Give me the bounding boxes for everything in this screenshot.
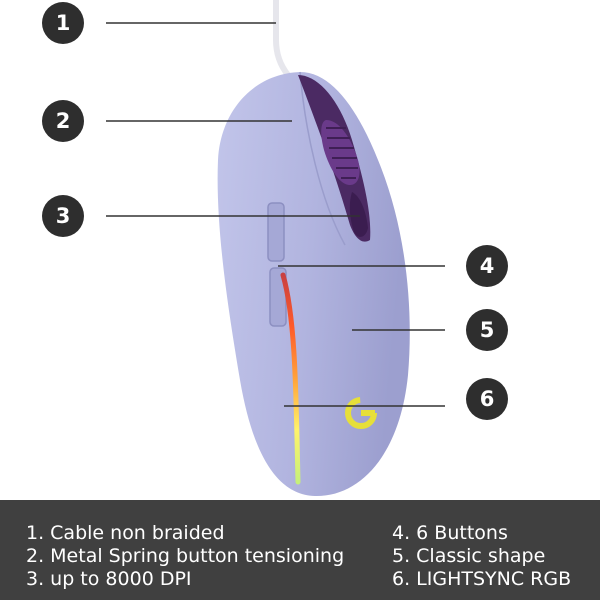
rgb-light-strip bbox=[280, 272, 301, 485]
side-button-forward bbox=[267, 202, 285, 262]
feature-item: 1. Cable non braided bbox=[26, 522, 225, 544]
callout-4: 4 bbox=[466, 245, 508, 287]
feature-item: 4. 6 Buttons bbox=[392, 522, 508, 544]
button-split bbox=[299, 71, 346, 246]
feature-panel: 1. Cable non braided 2. Metal Spring but… bbox=[0, 500, 600, 600]
logo-icon bbox=[345, 397, 377, 429]
mouse-cable bbox=[273, 0, 291, 77]
callout-5: 5 bbox=[466, 309, 508, 351]
mouse-illustration bbox=[106, 0, 445, 497]
feature-item: 6. LIGHTSYNC RGB bbox=[392, 568, 572, 590]
feature-list-left: 1. Cable non braided 2. Metal Spring but… bbox=[26, 522, 344, 591]
feature-item: 5. Classic shape bbox=[392, 545, 546, 567]
feature-item: 2. Metal Spring button tensioning bbox=[26, 545, 345, 567]
dpi-button-icon bbox=[349, 192, 368, 237]
callout-1: 1 bbox=[42, 2, 84, 44]
callout-2: 2 bbox=[42, 100, 84, 142]
feature-list-right: 4. 6 Buttons 5. Classic shape 6. LIGHTSY… bbox=[392, 522, 571, 591]
callout-3: 3 bbox=[42, 195, 84, 237]
mouse-body bbox=[217, 72, 410, 497]
feature-item: 3. up to 8000 DPI bbox=[26, 568, 192, 590]
callout-6: 6 bbox=[466, 378, 508, 420]
